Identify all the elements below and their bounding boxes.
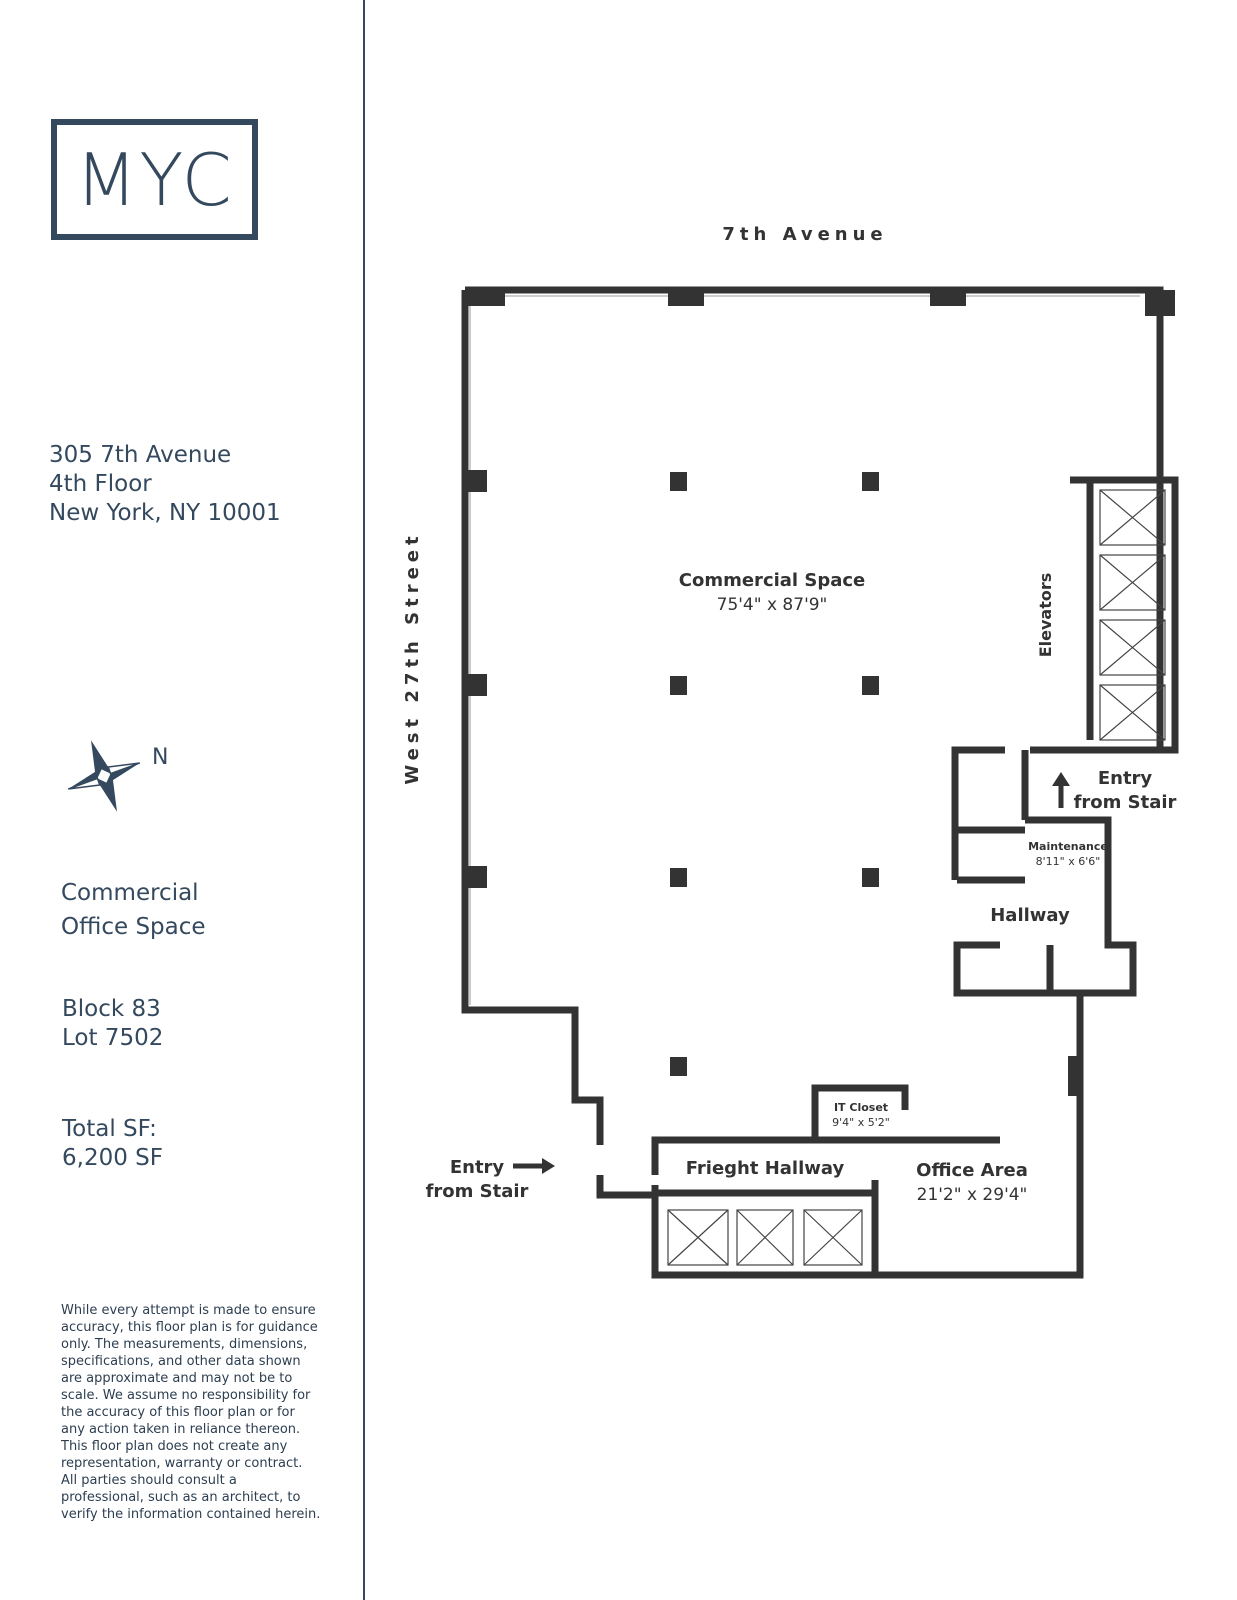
lot: Lot 7502 (62, 1025, 164, 1051)
address-line3: New York, NY 10001 (49, 500, 281, 526)
arrow-right-icon (513, 1158, 555, 1174)
room-hallway-name: Hallway (990, 905, 1070, 926)
elevators (667, 489, 1166, 1266)
entry-left-line2: from Stair (426, 1181, 529, 1202)
address-line1: 305 7th Avenue (49, 442, 232, 468)
room-freight-name: Frieght Hallway (686, 1158, 845, 1179)
property-type: Commercial Office Space (61, 876, 206, 944)
compass-icon (68, 740, 140, 812)
street-top-label: 7th Avenue (722, 224, 887, 245)
total-sf-label: Total SF: (62, 1116, 157, 1142)
myc-logo: MYC (51, 119, 258, 240)
total-sf-value: 6,200 SF (62, 1145, 163, 1171)
block: Block 83 (62, 996, 161, 1022)
walls (461, 286, 1179, 1279)
entry-right-line2: from Stair (1074, 792, 1177, 813)
room-maintenance-name: Maintenance (1028, 840, 1108, 853)
room-office-name: Office Area (916, 1160, 1028, 1181)
disclaimer: While every attempt is made to ensure ac… (61, 1303, 321, 1522)
sidebar-divider (363, 0, 365, 1600)
property-type-line1: Commercial (61, 880, 199, 906)
entry-left-line1: Entry (450, 1157, 505, 1178)
room-it-closet-dims: 9'4" x 5'2" (832, 1116, 890, 1129)
arrow-up-icon (1052, 772, 1070, 808)
columns (465, 290, 1175, 1096)
address-line2: 4th Floor (49, 471, 152, 497)
street-left-label: West 27th Street (402, 531, 423, 784)
room-elevators-name: Elevators (1036, 573, 1055, 658)
room-maintenance-dims: 8'11" x 6'6" (1036, 855, 1101, 868)
compass-north-label: N (152, 745, 168, 770)
property-type-line2: Office Space (61, 914, 206, 940)
room-office-dims: 21'2" x 29'4" (917, 1185, 1028, 1205)
room-commercial-name: Commercial Space (679, 570, 865, 591)
room-commercial-dims: 75'4" x 87'9" (717, 595, 828, 615)
block-lot: Block 83 Lot 7502 (62, 995, 163, 1053)
address: 305 7th Avenue 4th Floor New York, NY 10… (49, 441, 281, 528)
total-sf: Total SF: 6,200 SF (62, 1115, 163, 1173)
room-it-closet-name: IT Closet (834, 1101, 888, 1114)
entry-right-line1: Entry (1098, 768, 1153, 789)
